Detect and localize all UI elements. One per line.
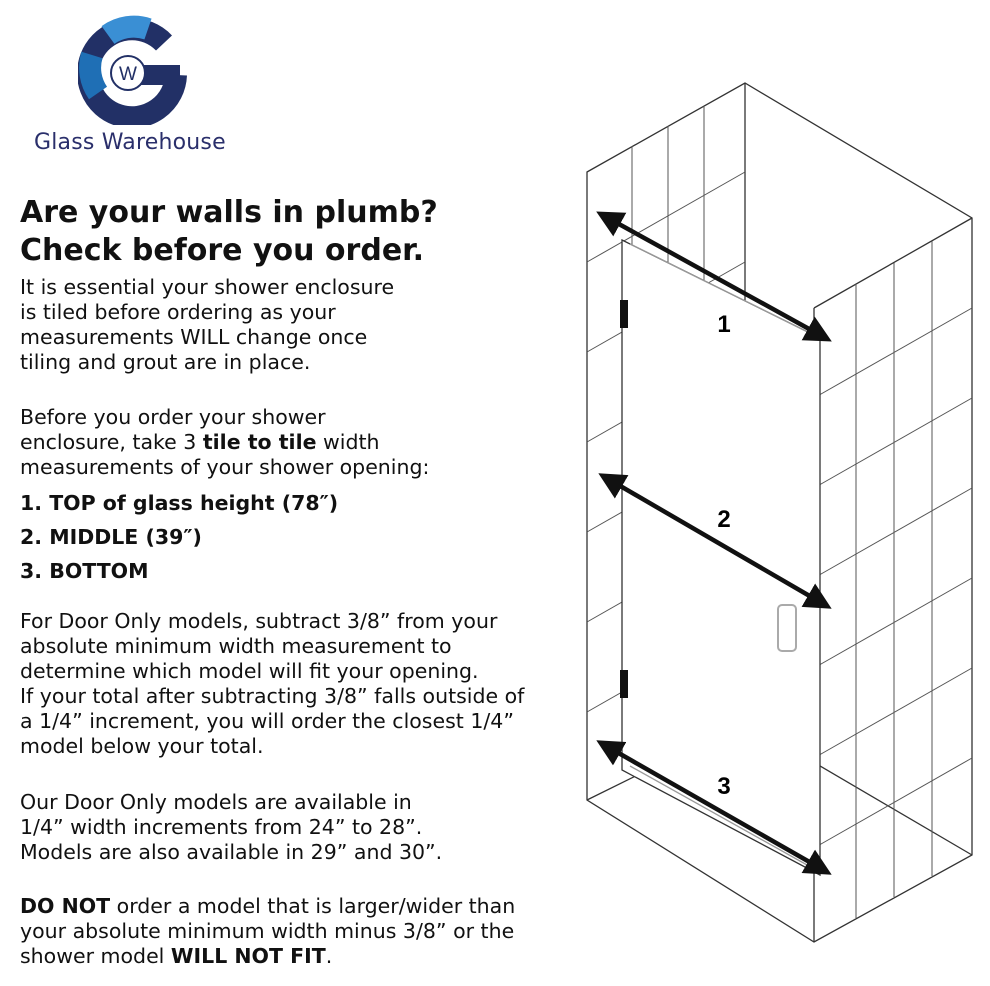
- measurement-arrow-bottom: [596, 740, 832, 875]
- measurement-arrow-middle: [598, 473, 832, 609]
- door-only-line: absolute minimum width measurement to: [20, 634, 452, 658]
- intro-paragraph: It is essential your shower enclosure is…: [20, 275, 394, 375]
- page-title: Are your walls in plumb? Check before yo…: [20, 194, 438, 270]
- door-only-line: determine which model will fit your open…: [20, 659, 479, 683]
- door-only-line: a 1/4” increment, you will order the clo…: [20, 709, 514, 733]
- logo-g-arc-light: [101, 15, 152, 45]
- shower-enclosure-illustration: 1 2 3: [586, 82, 973, 943]
- will-not-fit-emphasis: WILL NOT FIT: [170, 944, 326, 968]
- measurement-arrow-top: [596, 211, 832, 342]
- warning-text: shower model: [20, 944, 171, 968]
- before-text: width: [316, 430, 380, 454]
- logo-inner-circle: [110, 55, 146, 91]
- door-only-paragraph: For Door Only models, subtract 3/8” from…: [20, 609, 524, 759]
- door-only-line: If your total after subtracting 3/8” fal…: [20, 684, 525, 708]
- before-text: enclosure, take 3: [20, 430, 203, 454]
- do-not-emphasis: DO NOT: [20, 894, 111, 918]
- intro-line: is tiled before ordering as your: [20, 300, 336, 324]
- logo-g-arc-blue: [79, 51, 108, 100]
- measurement-label-2: 2: [717, 506, 730, 533]
- title-line-1: Are your walls in plumb?: [20, 195, 438, 230]
- intro-line: It is essential your shower enclosure: [20, 275, 395, 299]
- warning-line: shower model WILL NOT FIT.: [20, 944, 515, 969]
- logo-letter: W: [119, 64, 137, 85]
- door-only-line: model below your total.: [20, 734, 264, 758]
- door-only-line: For Door Only models, subtract 3/8” from…: [20, 609, 498, 633]
- brand-name: Glass Warehouse: [34, 130, 226, 155]
- before-paragraph: Before you order your shower enclosure, …: [20, 405, 429, 480]
- intro-line: tiling and grout are in place.: [20, 350, 311, 374]
- availability-paragraph: Our Door Only models are available in 1/…: [20, 790, 442, 865]
- glass-warehouse-logo: W: [78, 15, 187, 125]
- measurement-label-3: 3: [717, 773, 730, 800]
- step-top: 1. TOP of glass height (78″): [20, 491, 339, 515]
- warning-line: DO NOT order a model that is larger/wide…: [20, 894, 515, 919]
- door-hinge-bottom: [620, 670, 628, 698]
- availability-line: Models are also available in 29” and 30”…: [20, 840, 443, 864]
- warning-text: .: [325, 944, 333, 968]
- before-line: Before you order your shower: [20, 405, 326, 429]
- before-line: measurements of your shower opening:: [20, 455, 430, 479]
- door-hinge-top: [620, 300, 628, 328]
- intro-line: measurements WILL change once: [20, 325, 368, 349]
- right-wall-tiles: [813, 241, 973, 918]
- before-line: enclosure, take 3 tile to tile width: [20, 430, 429, 455]
- title-line-2: Check before you order.: [20, 233, 425, 268]
- availability-line: Our Door Only models are available in: [20, 790, 412, 814]
- warning-line: your absolute minimum width minus 3/8” o…: [20, 919, 515, 943]
- measurement-label-1: 1: [717, 311, 730, 338]
- tile-to-tile-emphasis: tile to tile: [202, 430, 317, 454]
- availability-line: 1/4” width increments from 24” to 28”.: [20, 815, 423, 839]
- step-bottom: 3. BOTTOM: [20, 559, 149, 583]
- warning-paragraph: DO NOT order a model that is larger/wide…: [20, 894, 515, 969]
- logo-g-bar: [140, 65, 180, 85]
- step-middle: 2. MIDDLE (39″): [20, 525, 202, 549]
- warning-text: order a model that is larger/wider than: [110, 894, 516, 918]
